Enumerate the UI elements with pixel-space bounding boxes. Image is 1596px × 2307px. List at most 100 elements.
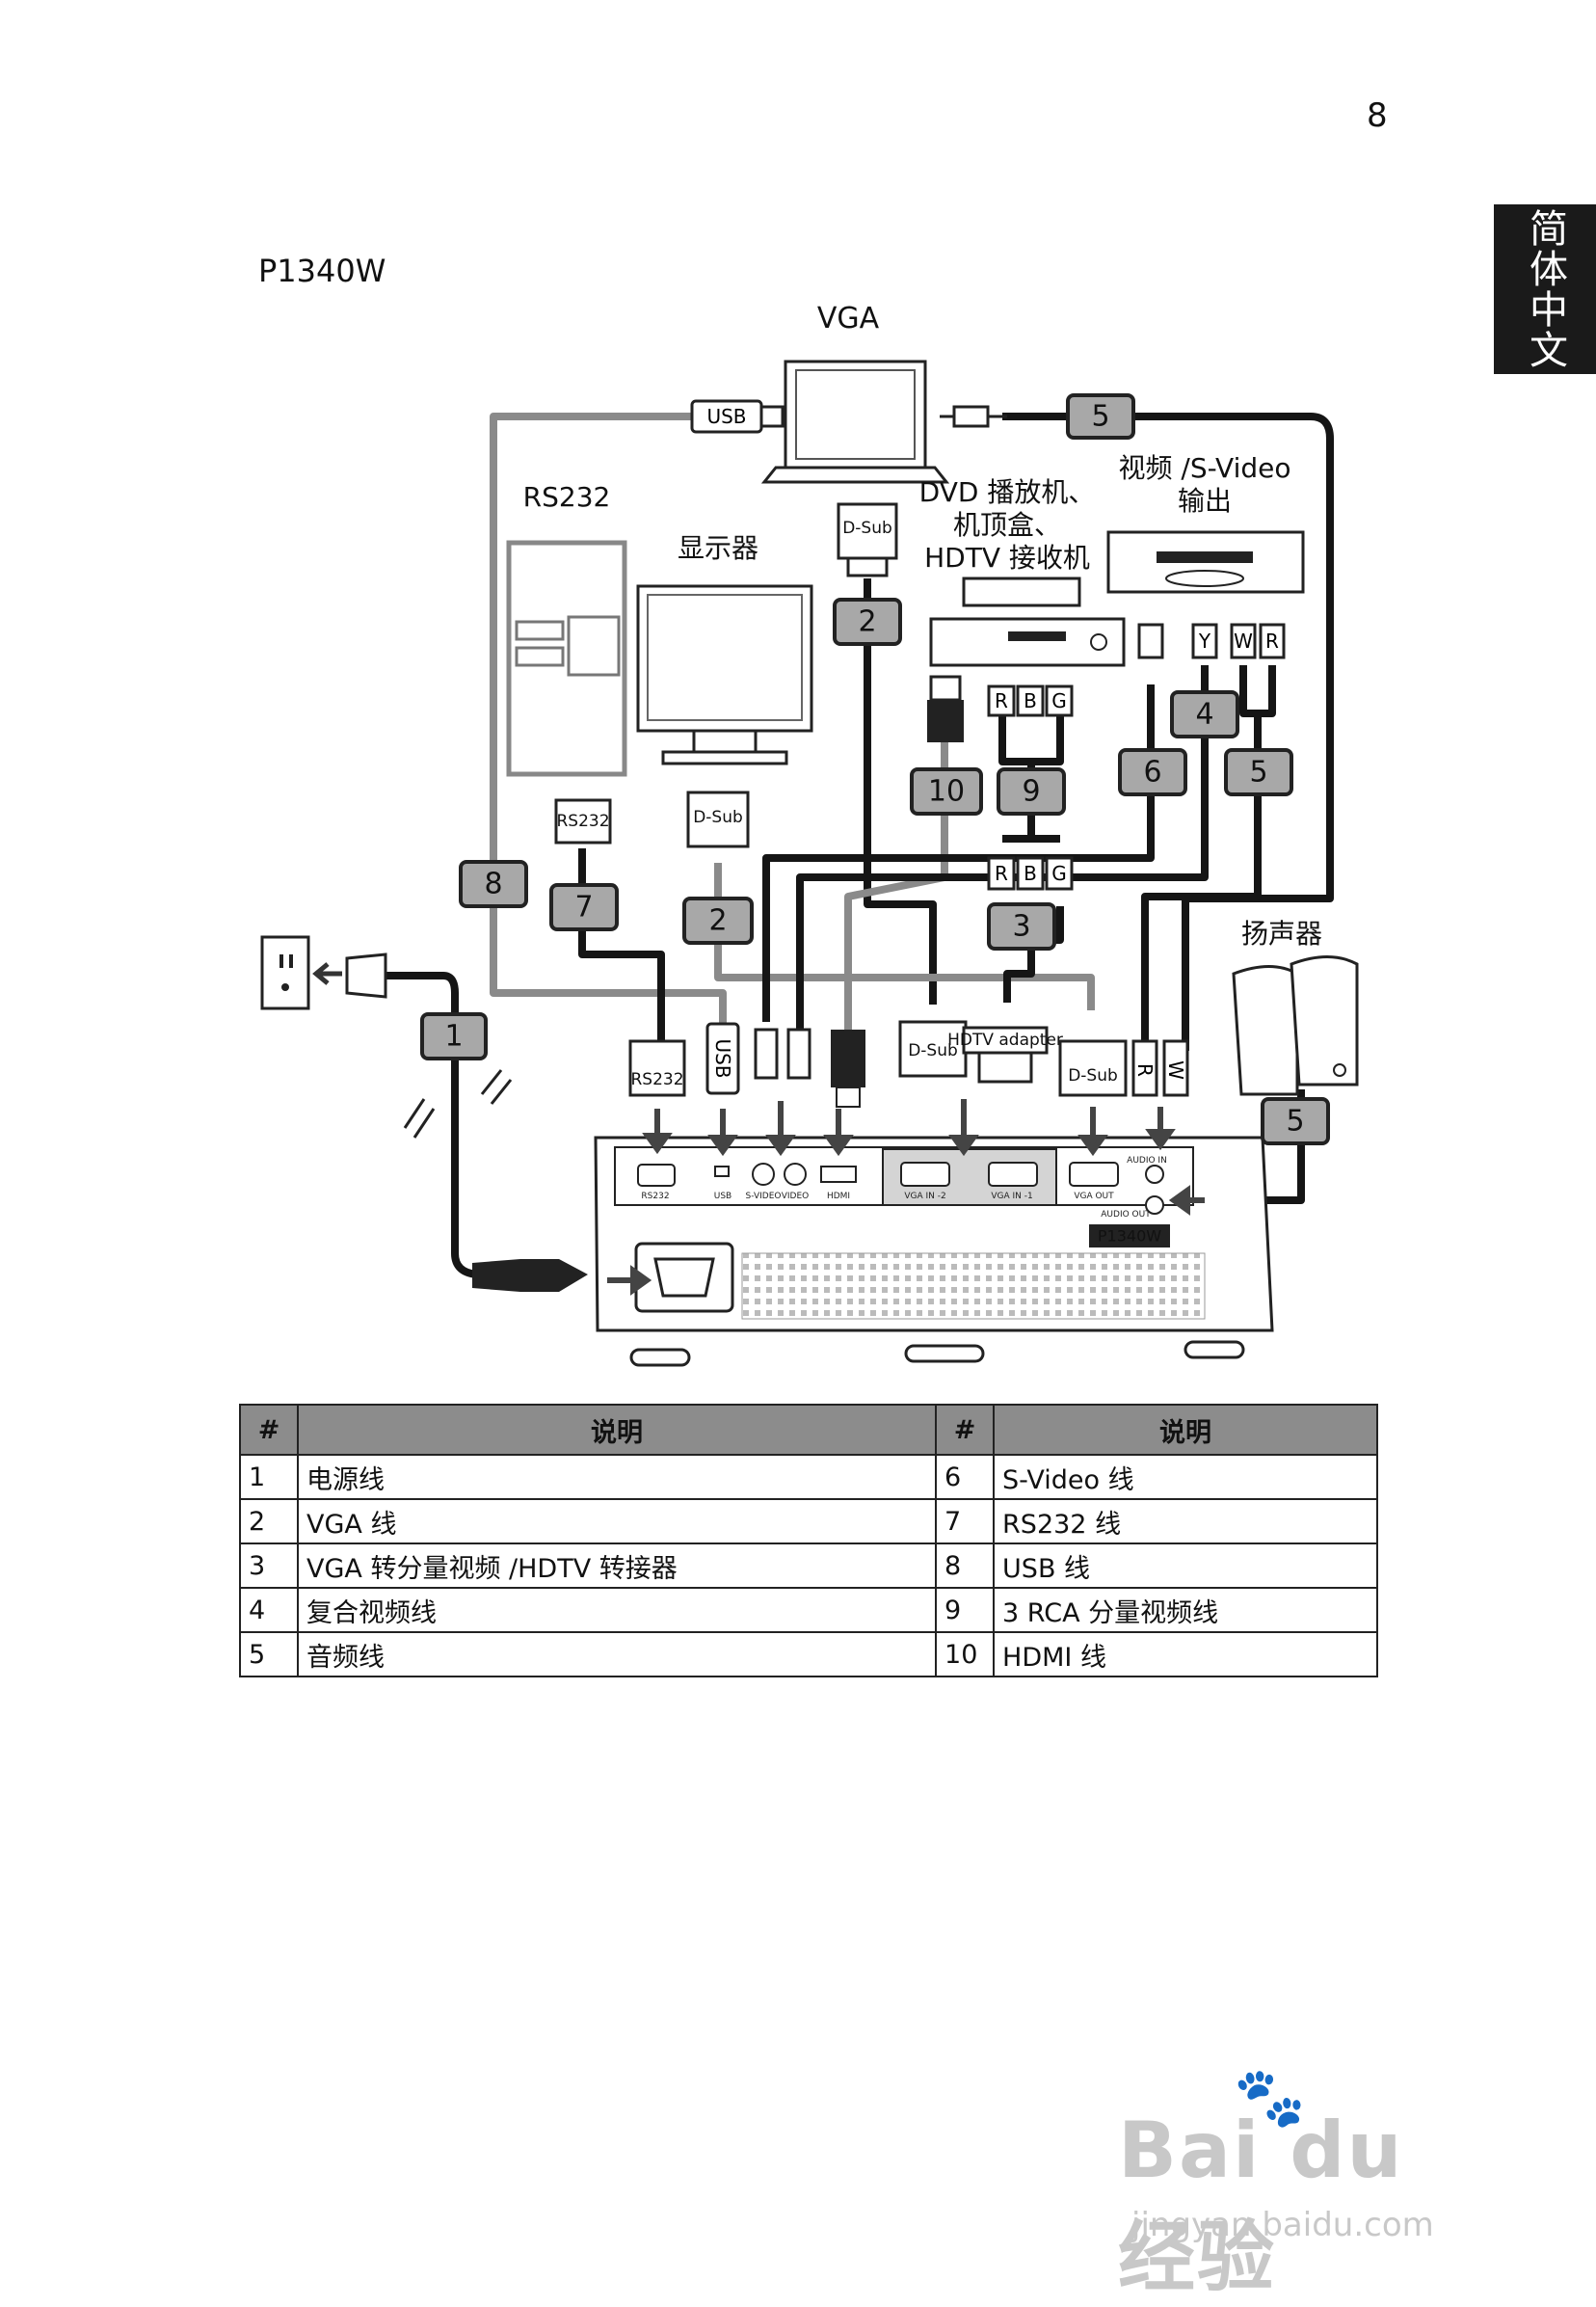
port-label-audio-out: AUDIO OUT (1101, 1210, 1151, 1220)
callout-2-laptop: 2 (833, 598, 902, 646)
svg-text:P1340W: P1340W (1098, 1227, 1161, 1246)
port-label-hdmi: HDMI (827, 1192, 850, 1201)
legend-desc: S-Video 线 (993, 1454, 1378, 1500)
baidu-watermark: 🐾 Bai du 经验 jingyan.baidu.com (1118, 2063, 1503, 2302)
power-cable (386, 972, 501, 1278)
legend-desc: RS232 线 (993, 1498, 1378, 1544)
svg-text:R: R (1133, 1063, 1157, 1077)
port-label-vga-in-1: VGA IN -1 (991, 1192, 1032, 1201)
audio-cable-laptop (1002, 413, 1334, 1051)
svg-text:R: R (995, 862, 1008, 885)
hdmi-plug-projector (831, 1030, 865, 1108)
callout-10: 10 (910, 767, 983, 816)
svg-text:USB: USB (711, 1038, 734, 1078)
svideo-composite-plugs-projector (754, 1028, 811, 1080)
watermark-brand: Bai du 经验 (1118, 2106, 1404, 2302)
legend-desc: 复合视频线 (296, 1587, 938, 1633)
pc-tower (506, 540, 627, 777)
dsub-connector-projector-1: D-Sub (898, 1020, 968, 1078)
svg-text:5: 5 (1249, 756, 1267, 790)
svg-text:B: B (1024, 862, 1037, 885)
vga-cable-laptop (864, 578, 937, 1005)
svg-text:7: 7 (574, 891, 593, 925)
svg-text:1: 1 (444, 1020, 463, 1054)
svg-text:D-Sub: D-Sub (1068, 1066, 1118, 1086)
projector-ports (637, 1162, 1164, 1215)
panel-model-badge: P1340W (1089, 1224, 1170, 1247)
callout-6: 6 (1118, 748, 1187, 796)
callout-2-monitor: 2 (682, 897, 754, 945)
audio-plugs-projector: R W (1131, 1039, 1189, 1097)
usb-cable (490, 413, 727, 1032)
laptop (760, 360, 950, 484)
port-label-vga-out: VGA OUT (1074, 1192, 1114, 1201)
svg-text:Y: Y (1198, 630, 1211, 653)
callout-1: 1 (420, 1012, 488, 1060)
svg-text:USB: USB (706, 405, 746, 428)
connection-diagram: VGA USB D-Sub RS232 显示器 RS232 D-Sub (260, 302, 1359, 1367)
power-plug (345, 952, 387, 999)
language-tab-label: 简体中文 (1523, 208, 1567, 370)
svg-text:2: 2 (858, 605, 876, 639)
legend-header-row: # 说明 # 说明 (239, 1404, 1378, 1456)
legend-header-desc-1: 说明 (296, 1404, 938, 1456)
legend-num: 4 (239, 1587, 299, 1633)
legend-num: 7 (935, 1498, 996, 1544)
callout-5-laptop: 5 (1066, 393, 1135, 440)
callout-5-speakers: 5 (1261, 1097, 1330, 1145)
svg-text:5: 5 (1286, 1105, 1304, 1139)
svg-text:W: W (1234, 630, 1253, 653)
callout-3: 3 (987, 902, 1056, 951)
dsub-connector-projector-2: D-Sub (1058, 1039, 1128, 1097)
port-label-audio-in: AUDIO IN (1127, 1156, 1167, 1166)
svg-text:D-Sub: D-Sub (693, 808, 743, 827)
svg-text:3: 3 (1012, 910, 1030, 944)
component-plugs-projector: R B G (987, 856, 1074, 891)
legend-header-num-1: # (239, 1404, 299, 1456)
usb-plug-projector: USB (705, 1022, 740, 1095)
legend-header-num-2: # (935, 1404, 996, 1456)
port-label-rs232: RS232 (641, 1192, 669, 1201)
port-label-svideo: S-VIDEO (746, 1192, 782, 1201)
power-connector (472, 1259, 588, 1292)
svg-text:8: 8 (484, 868, 502, 901)
table-row: 5 音频线 10 HDMI 线 (239, 1631, 1378, 1677)
table-row: 4 复合视频线 9 3 RCA 分量视频线 (239, 1587, 1378, 1633)
table-row: 3 VGA 转分量视频 /HDTV 转接器 8 USB 线 (239, 1542, 1378, 1589)
svg-text:RS232: RS232 (630, 1070, 683, 1089)
audio-jack-laptop (940, 405, 1007, 428)
table-row: 1 电源线 6 S-Video 线 (239, 1454, 1378, 1500)
svg-text:W: W (1164, 1060, 1187, 1080)
video-out-device (1106, 530, 1305, 594)
rs232-cable (578, 848, 665, 1041)
audio-cable-video (1141, 665, 1276, 1041)
svg-text:5: 5 (1091, 400, 1109, 434)
wall-outlet (260, 935, 310, 1010)
rs232-connector-projector: RS232 (628, 1039, 686, 1097)
svg-text:D-Sub: D-Sub (842, 519, 892, 538)
rs232-connector-pc: RS232 (554, 798, 612, 845)
port-label-usb: USB (714, 1192, 732, 1201)
callout-5-video: 5 (1224, 748, 1293, 796)
svg-text:B: B (1024, 689, 1037, 712)
svg-text:HDTV adapter: HDTV adapter (947, 1031, 1063, 1050)
dsub-connector-monitor: D-Sub (686, 791, 750, 848)
language-tab[interactable]: 简体中文 (1494, 204, 1596, 374)
hdtv-adapter-connector: HDTV adapter (947, 1026, 1063, 1084)
legend-header-desc-2: 说明 (993, 1404, 1378, 1456)
paw-logo-icon: 🐾 (1234, 2064, 1306, 2132)
svg-text:4: 4 (1195, 698, 1213, 732)
dvd-label: DVD 播放机、机顶盒、HDTV 接收机 (919, 476, 1096, 574)
svg-text:9: 9 (1022, 775, 1040, 809)
legend-desc: 电源线 (296, 1454, 938, 1500)
port-label-vga-in-2: VGA IN -2 (904, 1192, 945, 1201)
model-label: P1340W (258, 253, 386, 289)
dsub-connector-laptop: D-Sub (837, 502, 898, 577)
svg-text:G: G (1051, 862, 1067, 885)
outlet-arrow (312, 962, 342, 985)
legend-num: 5 (239, 1631, 299, 1677)
legend-num: 9 (935, 1587, 996, 1633)
callout-4: 4 (1170, 690, 1239, 738)
component-plugs-dvd: R B G (987, 684, 1074, 717)
svg-text:R: R (1265, 630, 1279, 653)
